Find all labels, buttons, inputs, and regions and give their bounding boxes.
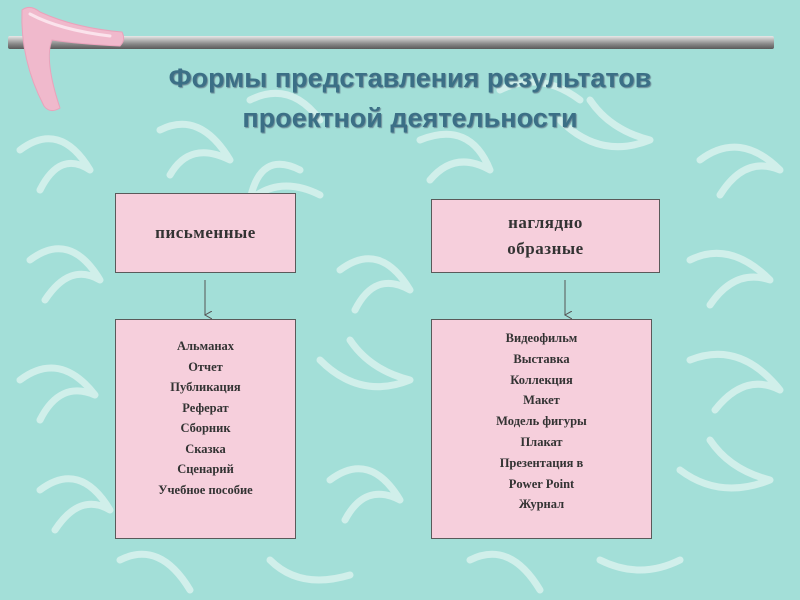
category-heading-line: письменные — [155, 223, 256, 242]
category-box-visual: наглядно образные — [431, 199, 660, 273]
list-item: Коллекция — [510, 372, 573, 387]
list-item: Сборник — [180, 421, 231, 435]
list-item: Публикация — [170, 380, 241, 394]
list-item: Выставка — [513, 351, 570, 366]
list-item: Альманах — [176, 339, 235, 353]
list-item: Видеофильм — [505, 331, 578, 345]
list-item: Power Point — [508, 476, 575, 491]
items-box-visual: Видеофильм Выставка Коллекция Макет Моде… — [431, 319, 652, 539]
list-item: Учебное пособие — [158, 482, 253, 497]
title-line-2: проектной деятельности — [242, 103, 578, 133]
category-heading-line: образные — [507, 239, 584, 258]
list-item: Реферат — [182, 400, 229, 415]
items-box-written: Альманах Отчет Публикация Реферат Сборни… — [115, 319, 296, 539]
list-item: Отчет — [188, 359, 223, 374]
top-divider-bar — [8, 36, 774, 49]
boomerang-logo-icon — [21, 6, 125, 112]
list-item: Макет — [523, 393, 560, 408]
category-heading-line: наглядно — [508, 213, 583, 232]
list-item: Модель фигуры — [496, 414, 587, 429]
list-item: Сказка — [185, 441, 226, 456]
list-item: Плакат — [520, 434, 563, 449]
list-item: Журнал — [518, 497, 565, 512]
page-title: Формы представления результатов проектно… — [40, 58, 780, 138]
list-item: Презентация в — [499, 455, 584, 470]
list-item: Сценарий — [177, 462, 234, 476]
category-box-written: письменные — [115, 193, 296, 273]
title-line-1: Формы представления результатов — [168, 63, 652, 93]
